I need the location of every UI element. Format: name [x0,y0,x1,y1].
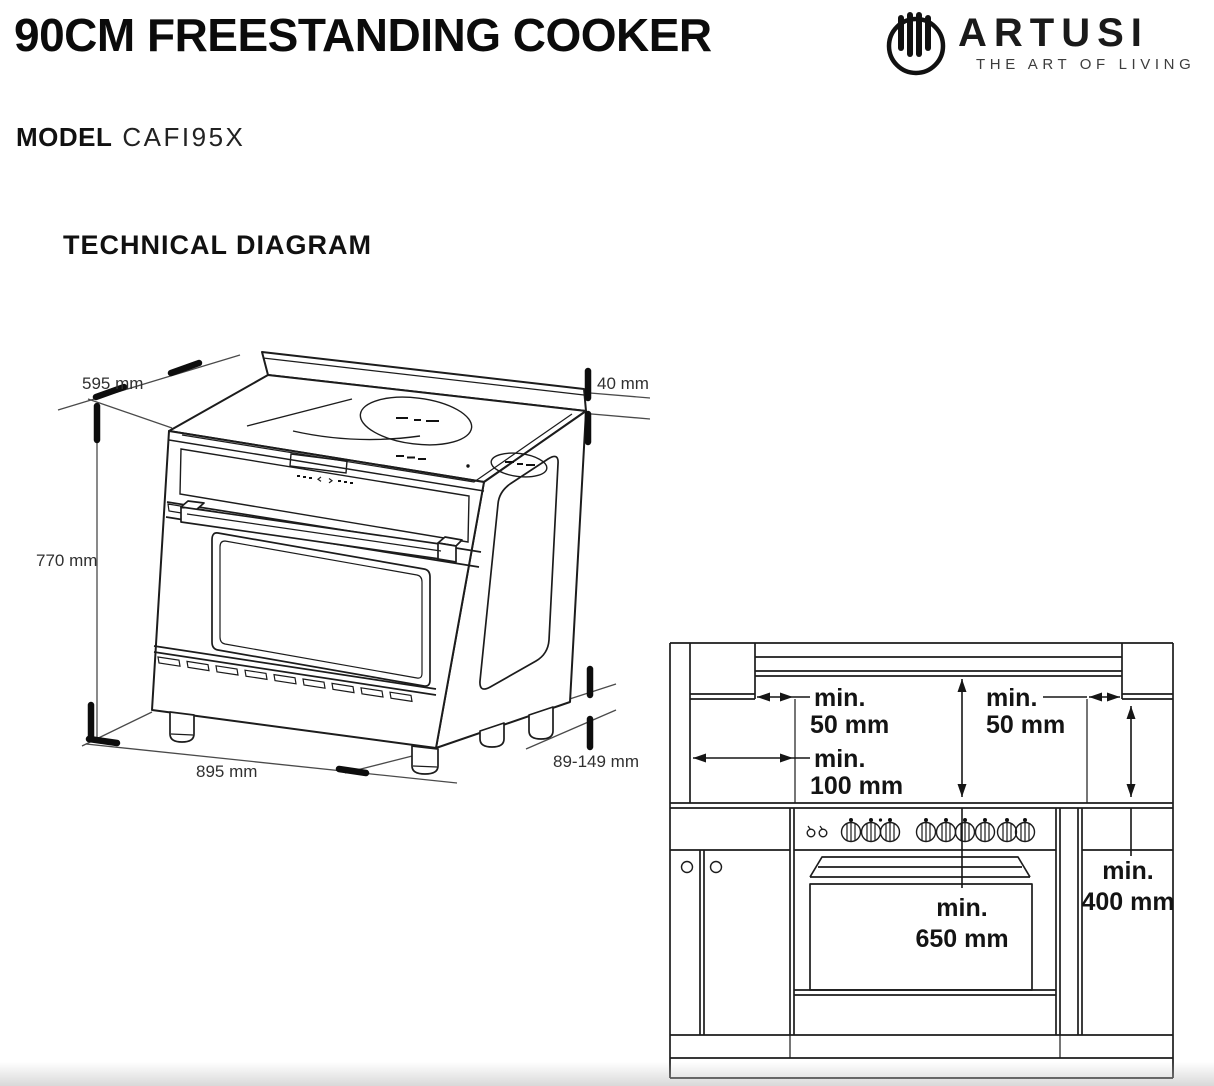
dim-width-label: 895 mm [196,762,257,781]
cabinet-door-knob [709,860,723,874]
dim-height-label: 770 mm [36,551,97,570]
dimension-labels: 595 mm 40 mm 770 mm 895 mm 89-149 mm [36,374,649,781]
model-label: MODEL [16,122,113,152]
dim-feet-label: 89-149 mm [553,752,639,771]
dim-depth-label: 595 mm [82,374,143,393]
dim-splashback-label: 40 mm [597,374,649,393]
cooker-front-view [794,818,1056,996]
oven-window [211,532,431,687]
model-value: CAFI95X [122,122,246,152]
clearance-side-cabinet-line1: min. [1102,857,1153,885]
brand-tagline: THE ART OF LIVING [976,56,1196,73]
clearance-rangehood-line2: 650 mm [915,925,1008,953]
clearance-rear-wall-line1: min. [814,745,865,773]
page-bottom-fade [0,1062,1214,1086]
cabinet-door-knob [680,860,694,874]
control-display [289,453,348,474]
clearance-side-cabinet-line2: 400 mm [1081,888,1174,916]
section-title: TECHNICAL DIAGRAM [63,230,372,260]
oven-handle-front [809,856,1031,878]
clearance-right-upper-line2: 50 mm [986,711,1065,739]
control-knobs [840,818,1036,843]
cooker-feet [169,706,554,775]
clearance-rangehood-line1: min. [936,894,987,922]
clearance-left-upper-line1: min. [814,684,865,712]
clearance-right-upper-line1: min. [986,684,1037,712]
cabinetry-outline [669,642,1174,1079]
isometric-cooker-drawing: 595 mm 40 mm 770 mm 895 mm 89-149 mm [36,351,651,784]
artusi-mark-icon [886,12,946,76]
clearance-labels: min. 50 mm min. 100 mm min. 50 mm min. 6… [810,684,1175,953]
cooktop-burners [246,396,548,478]
page-title: 90CM FREESTANDING COOKER [14,9,712,61]
clearance-left-upper-line2: 50 mm [810,711,889,739]
model-line: MODEL CAFI95X [16,122,245,153]
brand-logo: ARTUSI THE ART OF LIVING [884,8,1195,78]
clearance-arrows [693,679,1136,888]
dimension-marks [85,359,594,777]
clearance-rear-wall-line2: 100 mm [810,772,903,800]
cooker-front-details [153,448,482,703]
brand-name: ARTUSI [958,11,1149,55]
installation-clearance-drawing: min. 50 mm min. 100 mm min. 50 mm min. 6… [669,642,1175,1079]
